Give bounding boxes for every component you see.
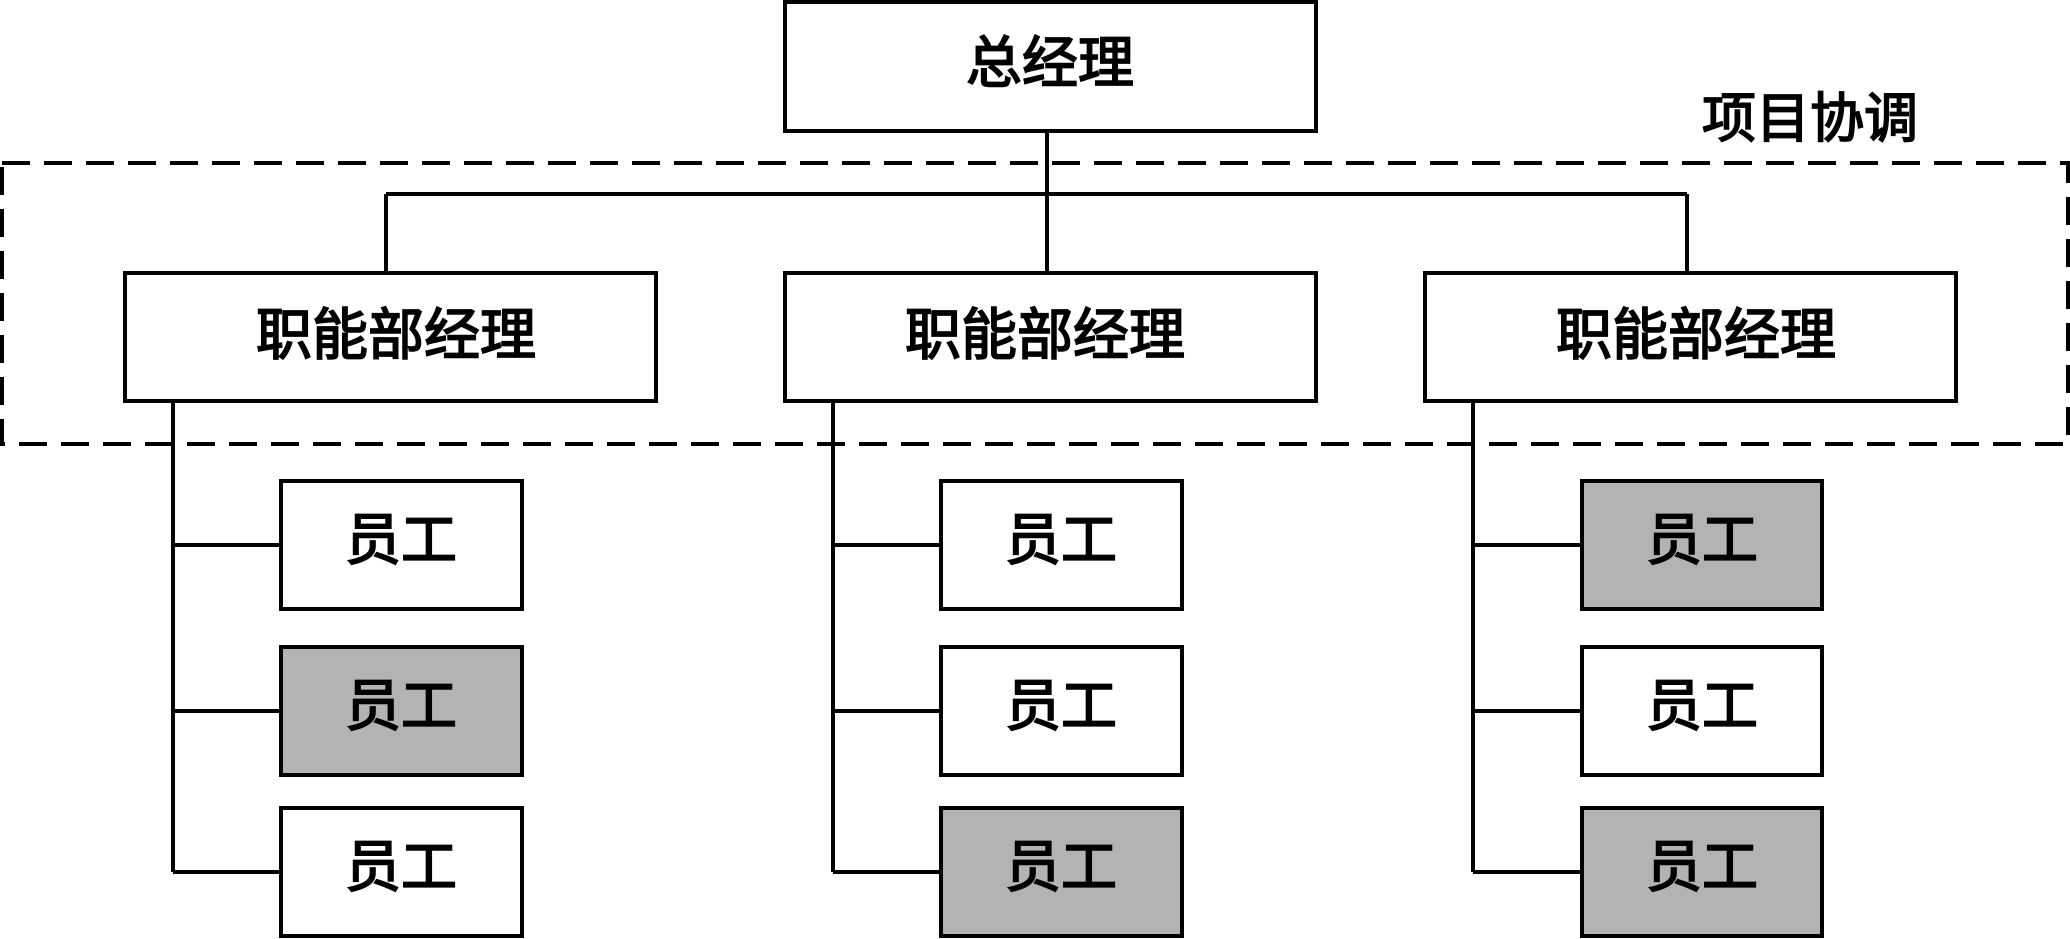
- coordination-label: 项目协调: [1702, 86, 1918, 150]
- employee-label: 员工: [1005, 508, 1117, 574]
- department-manager-box: [1423, 271, 1958, 403]
- employee-label: 员工: [1005, 835, 1117, 901]
- employee-box-highlighted: [1580, 479, 1824, 611]
- employee-label: 员工: [345, 508, 457, 574]
- employee-box: [279, 806, 524, 938]
- department-manager-label: 职能部经理: [905, 303, 1185, 369]
- gm-connectors: [384, 131, 1689, 272]
- department-1: 职能部经理 员工 员工 员工: [123, 271, 658, 938]
- department-manager-box: [783, 271, 1318, 403]
- employee-box-highlighted: [279, 645, 524, 777]
- employee-box-highlighted: [939, 806, 1184, 938]
- employee-box: [279, 479, 524, 611]
- department-2: 职能部经理 员工 员工 员工: [783, 271, 1318, 938]
- employee-box: [939, 645, 1184, 777]
- employee-box: [1580, 645, 1824, 777]
- employee-label: 员工: [1005, 674, 1117, 740]
- employee-label: 员工: [345, 674, 457, 740]
- department-manager-box: [123, 271, 658, 403]
- general-manager-box: [783, 0, 1318, 133]
- employee-label: 员工: [1646, 674, 1758, 740]
- project-coordination-region: [0, 161, 2070, 446]
- employee-box-highlighted: [1580, 806, 1824, 938]
- general-manager-node: 总经理: [783, 0, 1318, 133]
- employee-label: 员工: [1646, 508, 1758, 574]
- department-manager-label: 职能部经理: [256, 303, 536, 369]
- department-3: 职能部经理 员工 员工 员工: [1423, 271, 1958, 938]
- employee-label: 员工: [1646, 835, 1758, 901]
- general-manager-label: 总经理: [966, 31, 1134, 97]
- employee-box: [939, 479, 1184, 611]
- employee-label: 员工: [345, 835, 457, 901]
- department-manager-label: 职能部经理: [1556, 303, 1836, 369]
